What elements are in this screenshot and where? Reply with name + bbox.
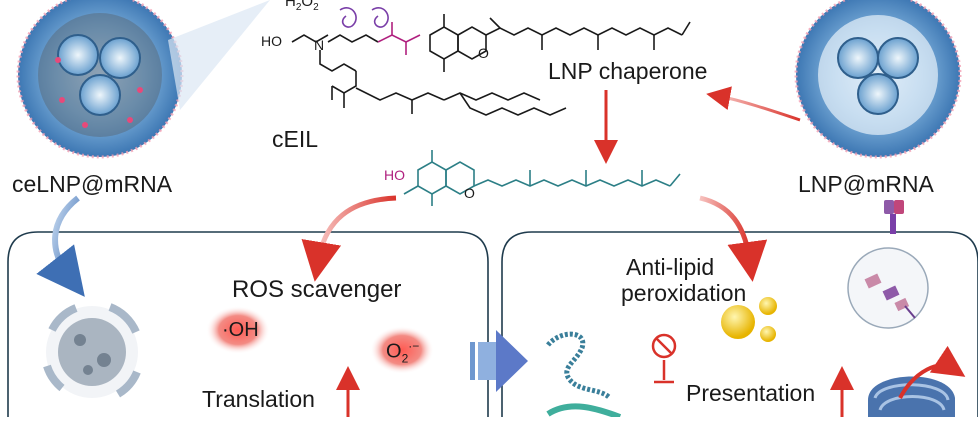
anti-lipid-label: Anti-lipid bbox=[626, 254, 715, 280]
arrow-to-ros bbox=[301, 195, 397, 282]
organelle-icon bbox=[868, 345, 966, 417]
h2o2-sub1: 2 bbox=[295, 2, 302, 13]
magenta-linker bbox=[339, 7, 421, 55]
superoxide-superscript: ·− bbox=[408, 339, 420, 353]
ceil-ring-oxygen: O bbox=[478, 45, 489, 61]
lipid-droplet-small bbox=[760, 326, 776, 342]
antigen-presentation-icon bbox=[847, 247, 929, 329]
peroxidation-label: peroxidation bbox=[621, 280, 747, 306]
receptor-icon bbox=[884, 200, 904, 234]
tocopherol-structure bbox=[403, 150, 681, 206]
h2o2-sub2: 2 bbox=[313, 2, 319, 13]
lnp-particle-icon bbox=[794, 0, 962, 159]
arrow-celnp-into-cell bbox=[36, 195, 85, 297]
nitrogen-label: N bbox=[314, 37, 325, 53]
inhibition-icon bbox=[651, 333, 677, 384]
tocopherol-ring-oxygen: O bbox=[464, 185, 475, 201]
oh-radical-label: ·OH bbox=[222, 319, 259, 341]
superoxide-label: O2·− bbox=[386, 340, 419, 365]
superoxide-symbol: O bbox=[386, 340, 402, 363]
protein-strand-icon bbox=[546, 403, 622, 420]
lipid-droplet-large bbox=[721, 305, 755, 339]
panel-transition-arrow-icon bbox=[470, 330, 528, 392]
presentation-label: Presentation bbox=[686, 380, 816, 406]
lnp-chaperone-label: LNP chaperone bbox=[548, 58, 708, 84]
h2o2-label: H2O2 bbox=[285, 0, 319, 13]
h2o2-h: H bbox=[285, 0, 296, 10]
lipid-droplet-medium bbox=[759, 297, 777, 315]
arrow-to-antilipid bbox=[699, 195, 768, 282]
oh-radical-blob bbox=[206, 306, 270, 354]
celnp-mrna-label: ceLNP@mRNA bbox=[12, 171, 173, 197]
zoom-wedge bbox=[168, 0, 270, 110]
mrna-strand-icon bbox=[546, 331, 612, 400]
left-panel-box bbox=[7, 231, 489, 417]
tocopherol-ho-label: HO bbox=[384, 167, 405, 183]
arrow-lnp-to-chaperone bbox=[706, 86, 801, 122]
translation-label: Translation bbox=[202, 386, 315, 412]
h2o2-o: O bbox=[301, 0, 314, 10]
superoxide-blob bbox=[370, 326, 434, 374]
ho-group-label: HO bbox=[261, 33, 282, 49]
ceil-structure bbox=[291, 14, 691, 116]
celnp-particle-icon bbox=[16, 0, 184, 159]
released-mrna-particle-icon bbox=[43, 303, 141, 398]
superoxide-subscript: 2 bbox=[401, 351, 409, 366]
ros-scavenger-label: ROS scavenger bbox=[232, 276, 402, 303]
lnp-mrna-label: LNP@mRNA bbox=[798, 171, 934, 197]
ceil-label: cEIL bbox=[272, 126, 319, 152]
